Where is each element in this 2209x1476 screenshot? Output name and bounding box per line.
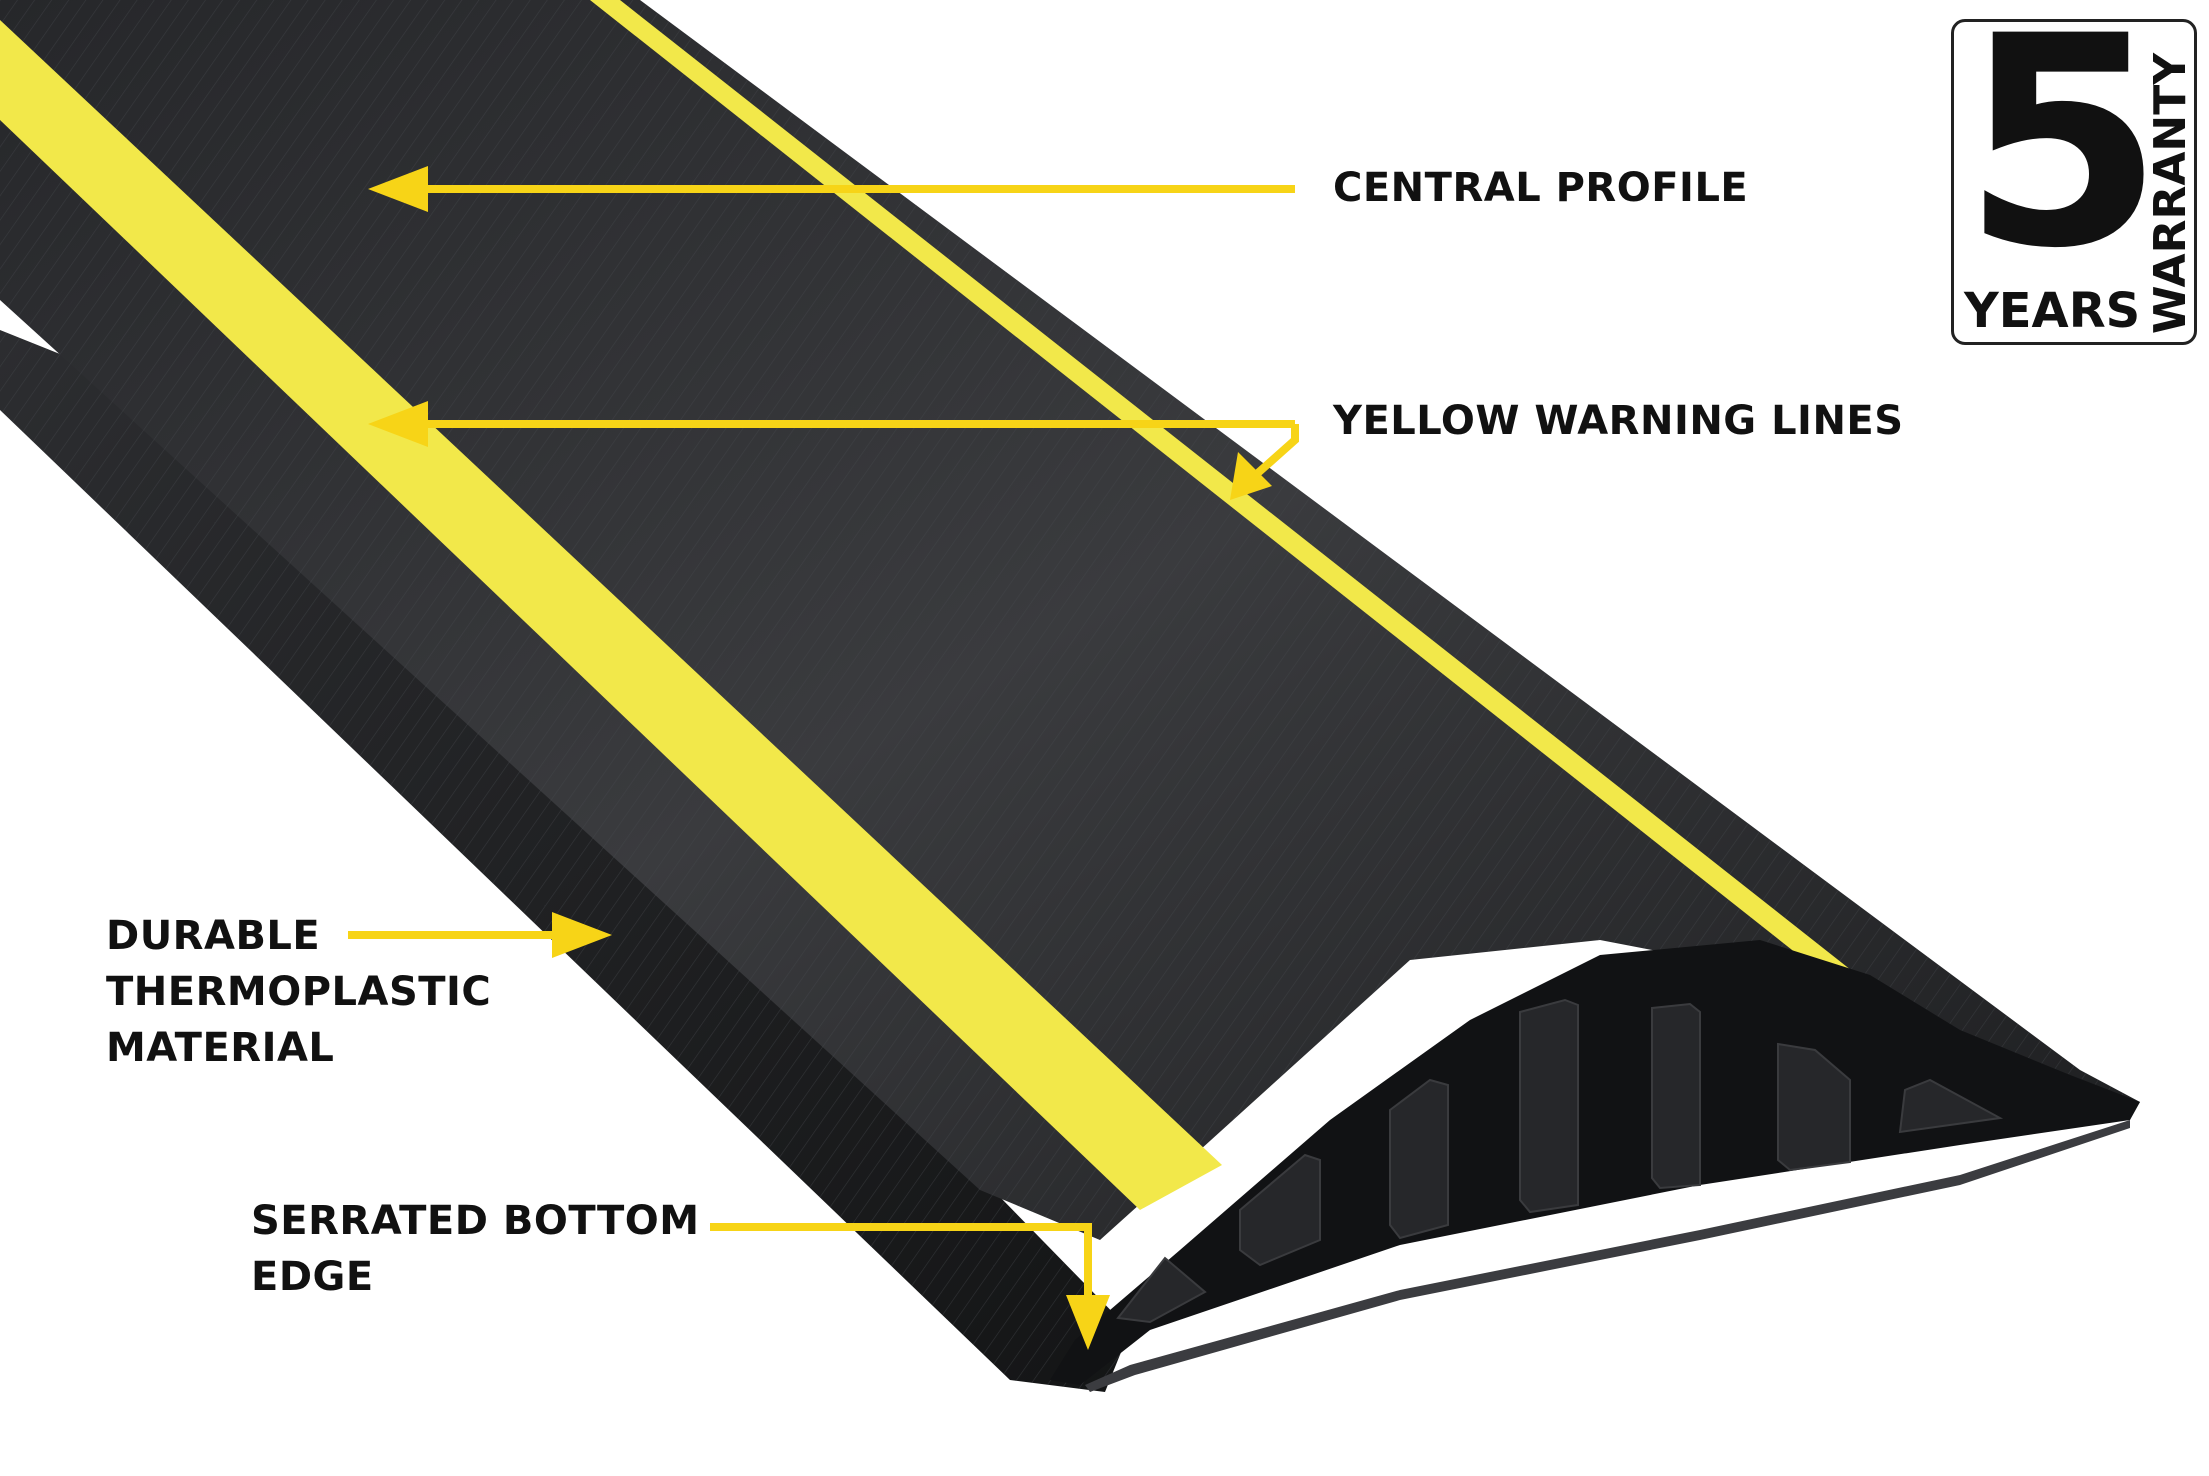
durable-line-2: THERMOPLASTIC (106, 969, 492, 1015)
durable-line-3: MATERIAL (106, 1025, 335, 1071)
warranty-badge: 5 YEARS WARRANTY (1951, 19, 2197, 345)
yellow-warning-lines-label: YELLOW WARNING LINES (1333, 393, 1904, 449)
warranty-years-number: 5 (1962, 19, 2164, 312)
yellow-warning-lines-text: YELLOW WARNING LINES (1333, 398, 1904, 444)
serrated-arrow-line (710, 1223, 1092, 1305)
serrated-arrowhead (1066, 1295, 1110, 1350)
central-profile-ribs (0, 0, 2140, 1240)
callout-arrowheads (368, 166, 1272, 1350)
right-yellow-warning-line (590, 0, 1950, 1055)
callout-arrows (348, 185, 1299, 1305)
cross-section-cavities (1116, 998, 2004, 1324)
warranty-text: WARRANTY (2145, 52, 2196, 334)
warranty-years-text: YEARS (1964, 283, 2141, 339)
central-profile-label: CENTRAL PROFILE (1333, 160, 1748, 216)
durable-material-label: DURABLE THERMOPLASTIC MATERIAL (106, 908, 491, 1076)
left-yellow-warning-line (0, 20, 1222, 1210)
left-ramp-ribs (0, 330, 1130, 1392)
central-profile-arrowhead (368, 166, 428, 212)
durable-line-1: DURABLE (106, 913, 321, 959)
serrated-edge-label: SERRATED BOTTOM EDGE (251, 1193, 700, 1305)
central-profile-text: CENTRAL PROFILE (1333, 165, 1749, 211)
durable-arrowhead (552, 912, 612, 958)
serrated-bottom-edge (1085, 1120, 2130, 1392)
yellow-lines-branch-arrowhead (1230, 452, 1272, 500)
yellow-lines-arrowhead (368, 401, 428, 447)
serrated-line-1: SERRATED BOTTOM (251, 1198, 700, 1244)
yellow-lines-arrow-branch (1247, 424, 1299, 483)
cross-section-end-face (1050, 940, 2140, 1385)
serrated-line-2: EDGE (251, 1254, 374, 1300)
